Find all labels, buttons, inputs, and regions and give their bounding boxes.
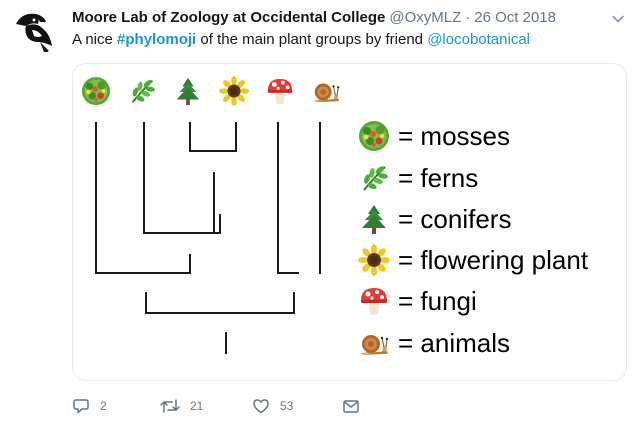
chevron-down-icon[interactable]: [611, 12, 625, 26]
legend-item-flowering-plant: = flowering plant: [358, 242, 588, 278]
tree-branch: [95, 122, 97, 274]
author-display-name[interactable]: Moore Lab of Zoology at Occidental Colle…: [72, 9, 386, 26]
direct-message-button[interactable]: [342, 395, 370, 417]
salad-icon: [358, 120, 390, 152]
mushroom-icon: [265, 76, 295, 106]
mushroom-icon: [358, 285, 390, 317]
snail-icon: [358, 327, 390, 359]
tree-branch: [143, 232, 219, 234]
hashtag-link[interactable]: #phylomoji: [117, 31, 197, 48]
sunflower-icon: [219, 76, 249, 106]
envelope-icon: [343, 400, 359, 413]
salad-icon: [81, 76, 111, 106]
tree-branch: [189, 150, 235, 152]
herb-icon: [127, 76, 157, 106]
tweet-text-middle: of the main plant groups by friend: [196, 31, 428, 48]
tree-branch: [219, 214, 221, 234]
legend-item-mosses: = mosses: [358, 118, 510, 154]
legend-label: = fungi: [398, 286, 477, 316]
tweet-text-prefix: A nice: [72, 31, 118, 48]
evergreen-tree-icon: [173, 76, 203, 106]
like-count: 53: [280, 399, 294, 413]
tree-branch: [277, 272, 299, 274]
heart-icon: [253, 399, 269, 414]
tweet-text: A nice #phylomoji of the main plant grou…: [72, 30, 530, 50]
retweet-button[interactable]: 21: [160, 395, 203, 417]
tree-branch: [213, 172, 215, 234]
retweet-icon: [160, 399, 180, 413]
reply-icon: [73, 399, 89, 414]
like-button[interactable]: 53: [252, 395, 293, 417]
evergreen-tree-icon: [358, 203, 390, 235]
retweet-count: 21: [190, 399, 204, 413]
legend-item-animals: = animals: [358, 325, 510, 361]
tree-branch: [235, 122, 237, 152]
snail-icon: [311, 76, 341, 106]
avatar[interactable]: [10, 8, 58, 56]
legend-item-conifers: = conifers: [358, 201, 511, 237]
tweet-header: Moore Lab of Zoology at Occidental Colle…: [72, 8, 556, 28]
legend-label: = animals: [398, 328, 510, 358]
legend-label: = mosses: [398, 121, 510, 151]
author-handle[interactable]: @OxyMLZ: [389, 9, 462, 26]
tweet-media-image[interactable]: = mosses = ferns = conifers = flowering …: [72, 63, 627, 381]
tree-branch: [95, 272, 189, 274]
legend-label: = flowering plant: [398, 245, 589, 275]
legend-item-ferns: = ferns: [358, 160, 478, 196]
tree-branch: [293, 292, 295, 314]
tree-branch: [145, 312, 293, 314]
tree-branch: [143, 122, 145, 234]
tree-branch: [189, 122, 191, 150]
herb-icon: [358, 162, 390, 194]
tweet-timestamp[interactable]: 26 Oct 2018: [474, 9, 556, 26]
mention-link[interactable]: @locobotanical: [427, 31, 530, 48]
tree-branch: [319, 122, 321, 274]
tweet-actions: 2 21 53: [72, 395, 432, 417]
bird-logo-icon: [10, 8, 58, 56]
legend-label: = conifers: [398, 204, 512, 234]
tree-branch: [145, 292, 147, 314]
legend-label: = ferns: [398, 163, 479, 193]
tree-branch: [277, 122, 279, 274]
reply-count: 2: [100, 399, 107, 413]
tree-branch: [189, 254, 191, 274]
separator-dot: ·: [465, 9, 471, 26]
tree-root: [225, 332, 227, 354]
sunflower-icon: [358, 244, 390, 276]
legend-item-fungi: = fungi: [358, 283, 477, 319]
reply-button[interactable]: 2: [72, 395, 107, 417]
